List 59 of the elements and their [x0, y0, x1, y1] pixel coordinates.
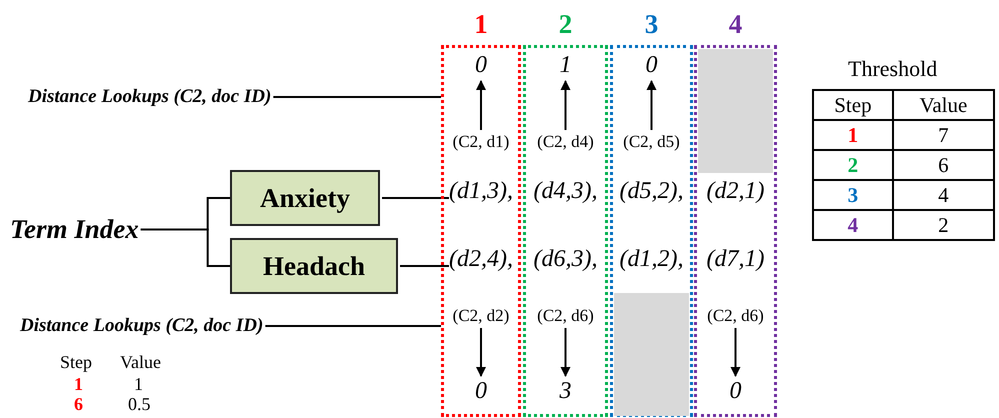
posting-entry: (d2,4),: [449, 246, 513, 273]
leader-line: [382, 197, 449, 199]
index-label: Term Index: [10, 214, 139, 245]
posting-entry: (d1,2),: [620, 246, 684, 273]
distance-value: 0: [646, 52, 658, 79]
distance-value: 0: [730, 378, 742, 405]
shaded-block: [698, 49, 773, 173]
posting-entry: (d7,1): [706, 246, 764, 273]
posting-entry: (d2,1): [706, 178, 764, 205]
leader-line: [273, 96, 441, 98]
column-header: Step: [813, 90, 893, 120]
distance-value: 3: [560, 378, 572, 405]
step-number: 4: [728, 8, 744, 40]
term-box: Headach: [230, 238, 398, 294]
table-cell: 7: [892, 120, 994, 150]
column-header: Value: [892, 90, 994, 120]
posting-entry: (d6,3),: [534, 246, 598, 273]
term-box: Anxiety: [230, 170, 380, 226]
distance-value: 0: [475, 378, 487, 405]
stray-text: Value: [120, 352, 161, 373]
table-title: Threshold: [848, 56, 938, 82]
table-cell: 3: [813, 180, 893, 210]
arrow: [730, 328, 740, 377]
step-number: 1: [473, 8, 489, 40]
lookup-label: Distance Lookups (C2, doc ID): [28, 86, 272, 108]
arrow: [560, 80, 570, 130]
lookup-pair: (C2, d2): [452, 306, 510, 326]
lookup-pair: (C2, d4): [537, 132, 594, 152]
table-cell: 1: [813, 120, 893, 150]
posting-entry: (d5,2),: [620, 178, 684, 205]
lookup-pair: (C2, d6): [707, 306, 764, 326]
shaded-block: [614, 293, 689, 416]
distance-value: 0: [475, 52, 487, 79]
arrow: [476, 80, 486, 130]
stray-text: 1: [74, 374, 83, 395]
arrow: [560, 328, 570, 377]
lookup-label: Distance Lookups (C2, doc ID): [20, 315, 264, 337]
leader-line: [265, 325, 441, 327]
step-number: 2: [558, 8, 574, 40]
lookup-pair: (C2, d6): [537, 306, 594, 326]
table-cell: 2: [813, 150, 893, 180]
lookup-pair: (C2, d5): [623, 132, 680, 152]
step-number: 3: [644, 8, 660, 40]
stray-text: Step: [60, 352, 92, 373]
table-cell: 2: [892, 210, 994, 240]
table-cell: 4: [892, 180, 994, 210]
posting-entry: (d1,3),: [449, 178, 513, 205]
posting-entry: (d4,3),: [534, 178, 598, 205]
stray-text: 6: [74, 394, 83, 415]
arrow: [476, 328, 486, 377]
distance-value: 1: [560, 52, 572, 79]
stray-text: 1: [134, 374, 143, 395]
leader-line: [400, 265, 449, 267]
table-cell: 4: [813, 210, 893, 240]
stray-text: 0.5: [128, 394, 150, 415]
leader-line: [140, 228, 230, 267]
arrow: [646, 80, 656, 130]
table-cell: 6: [892, 150, 994, 180]
lookup-pair: (C2, d1): [452, 132, 510, 152]
